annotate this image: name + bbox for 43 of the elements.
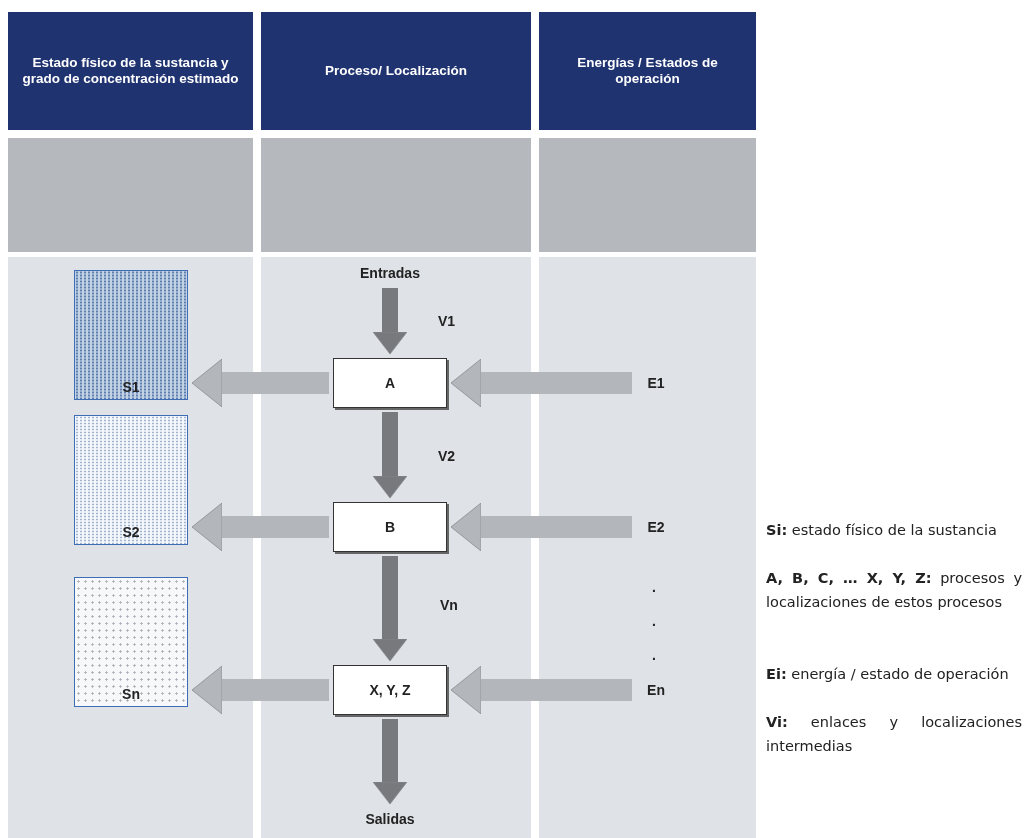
process-box: [333, 665, 447, 715]
column-header: [539, 12, 756, 130]
block-arrow: [372, 556, 408, 662]
substance-sample-box: [74, 577, 188, 707]
box-label: S2: [122, 524, 140, 540]
energy-label: En: [647, 682, 665, 698]
energy-label: E1: [647, 375, 665, 391]
block-arrow: [450, 502, 632, 552]
legend-note: Vi: enlaces y localizaciones intermedias: [766, 713, 1022, 756]
energy-label: E2: [647, 519, 665, 535]
header-text: Energías / Estados de operación: [576, 54, 719, 88]
box-label: B: [384, 519, 396, 535]
edge-label: Vn: [440, 597, 458, 613]
legend-note: A, B, C, … X, Y, Z: procesos y localizaciones de estos procesos: [766, 569, 1022, 612]
substance-sample-box: [74, 270, 188, 400]
block-arrow: [372, 719, 408, 805]
edge-label: V2: [438, 448, 456, 464]
header-text: Estado físico de la sustancia y grado de concentración estimado: [21, 54, 240, 88]
block-arrow: [450, 665, 632, 715]
block-arrow: [191, 502, 329, 552]
legend-note: Si: estado físico de la sustancia: [766, 521, 998, 540]
ellipsis-dot: .: [652, 648, 656, 662]
block-arrow: [450, 358, 632, 408]
box-label: A: [384, 375, 396, 391]
block-arrow: [191, 358, 329, 408]
block-arrow: [372, 288, 408, 355]
ellipsis-dot: .: [652, 580, 656, 594]
flow-label: Entradas: [360, 265, 420, 281]
block-arrow: [372, 412, 408, 499]
process-box: [333, 358, 447, 408]
process-box: [333, 502, 447, 552]
column-header: [8, 12, 253, 130]
substance-sample-box: [74, 415, 188, 545]
block-arrow: [191, 665, 329, 715]
box-label: X, Y, Z: [369, 682, 411, 698]
legend-note: Ei: energía / estado de operación: [766, 665, 1010, 684]
flow-label: Salidas: [365, 811, 415, 827]
header-text: Proceso/ Localización: [325, 62, 467, 80]
box-label: Sn: [122, 686, 140, 702]
column-header: [261, 12, 531, 130]
edge-label: V1: [438, 313, 456, 329]
box-label: S1: [122, 379, 140, 395]
ellipsis-dot: .: [652, 614, 656, 628]
